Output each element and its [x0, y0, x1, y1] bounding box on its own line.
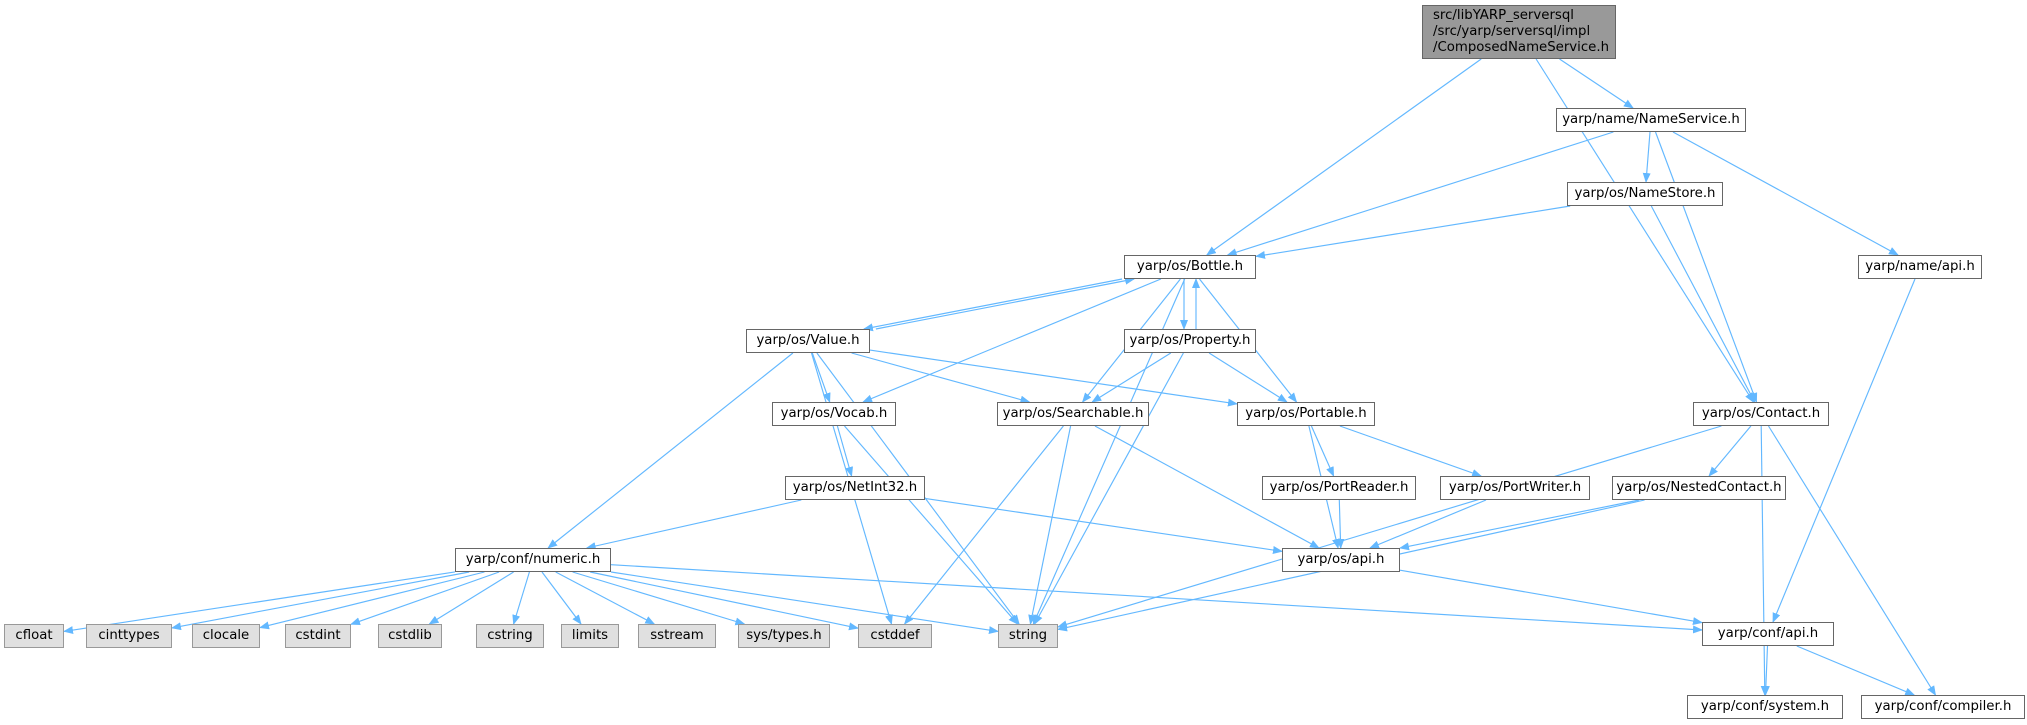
node-cstdint: cstdint [285, 624, 351, 648]
edge-value-to-portable [869, 349, 1238, 407]
edge-numeric-to-sstream [555, 571, 656, 625]
edge-confapi-to-compiler [1796, 645, 1916, 696]
edge-property-to-portable [1208, 352, 1288, 403]
edge-contact-to-string [1057, 425, 1722, 629]
edge-nameservice-to-bottle [1226, 131, 1614, 257]
edge-numeric-to-cfloat [63, 571, 456, 635]
edge-numeric-to-string [610, 571, 999, 634]
node-yarp-os-portreader-h[interactable]: yarp/os/PortReader.h [1262, 476, 1416, 500]
root-node-composednameservice-h: src/libYARP_serversql /src/yarp/serversq… [1422, 5, 1616, 59]
edge-namestore-to-bottle [1255, 205, 1571, 259]
edge-netint32-to-osapi [924, 497, 1283, 554]
node-yarp-os-value-h[interactable]: yarp/os/Value.h [746, 329, 870, 353]
node-yarp-os-netint32-h[interactable]: yarp/os/NetInt32.h [785, 476, 925, 500]
edge-numeric-to-clocale [259, 571, 485, 630]
edge-searchable-to-osapi [1094, 425, 1320, 549]
node-yarp-os-api-h[interactable]: yarp/os/api.h [1282, 548, 1400, 572]
edge-portreader-to-osapi [1336, 499, 1345, 549]
node-yarp-name-api-h[interactable]: yarp/name/api.h [1858, 255, 1982, 279]
node-yarp-os-portwriter-h[interactable]: yarp/os/PortWriter.h [1440, 476, 1590, 500]
edge-bottle-to-vocab [862, 278, 1162, 403]
edge-property-to-string [1034, 352, 1184, 625]
edge-nestedcontact-to-osapi [1399, 499, 1640, 551]
root-path-line-3: /ComposedNameService.h [1433, 40, 1610, 55]
node-cstdlib: cstdlib [378, 624, 442, 648]
node-sys-types-h: sys/types.h [738, 624, 830, 648]
edge-numeric-to-systypes [572, 571, 746, 626]
node-cstddef: cstddef [858, 624, 932, 648]
edge-bottle-to-value [862, 278, 1123, 332]
edge-numeric-to-confapi [610, 564, 1703, 634]
edge-nameservice-to-nameapi [1672, 131, 1899, 256]
edge-vocab-to-netint32 [836, 425, 853, 477]
edge-osapi-to-confapi [1399, 569, 1703, 626]
node-cfloat: cfloat [4, 624, 64, 648]
edge-value-to-vocab [811, 352, 831, 403]
root-path-line-1: src/libYARP_serversql [1433, 8, 1574, 23]
node-yarp-os-searchable-h[interactable]: yarp/os/Searchable.h [997, 402, 1149, 426]
edge-searchable-to-cstddef [903, 425, 1064, 625]
edge-nameservice-to-contact [1654, 131, 1758, 403]
edge-numeric-to-cstddef [590, 571, 859, 631]
edge-root-to-bottle [1205, 58, 1482, 256]
edge-value-to-searchable [851, 352, 1031, 404]
edge-contact-to-system [1760, 425, 1769, 696]
edge-property-to-searchable [1091, 352, 1172, 403]
edge-nameservice-to-namestore [1642, 131, 1651, 183]
edge-root-to-nameservice [1559, 58, 1634, 109]
edge-numeric-to-cinttypes [171, 571, 470, 631]
node-sstream: sstream [638, 624, 716, 648]
edge-numeric-to-limits [541, 571, 582, 625]
edge-value-to-bottle [875, 276, 1136, 330]
edge-portwriter-to-osapi [1369, 499, 1487, 549]
node-yarp-os-bottle-h[interactable]: yarp/os/Bottle.h [1124, 255, 1256, 279]
edge-contact-to-nestedcontact [1708, 425, 1752, 477]
edge-contact-to-compiler [1768, 425, 1937, 696]
node-yarp-conf-numeric-h[interactable]: yarp/conf/numeric.h [455, 548, 611, 572]
node-yarp-conf-system-h[interactable]: yarp/conf/system.h [1687, 695, 1843, 719]
node-yarp-os-nestedcontact-h[interactable]: yarp/os/NestedContact.h [1612, 476, 1786, 500]
node-limits: limits [561, 624, 619, 648]
node-cinttypes: cinttypes [86, 624, 172, 648]
root-path-line-2: /src/yarp/serversql/impl [1433, 24, 1591, 39]
node-yarp-os-namestore-h[interactable]: yarp/os/NameStore.h [1567, 182, 1723, 206]
edge-netint32-to-numeric [585, 499, 802, 550]
node-string: string [998, 624, 1058, 648]
node-yarp-conf-compiler-h[interactable]: yarp/conf/compiler.h [1861, 695, 2025, 719]
node-yarp-os-property-h[interactable]: yarp/os/Property.h [1124, 329, 1256, 353]
edge-numeric-to-cstdint [350, 571, 500, 626]
node-yarp-name-nameservice-h[interactable]: yarp/name/NameService.h [1556, 108, 1746, 132]
edge-numeric-to-cstring [512, 571, 530, 625]
node-yarp-os-contact-h[interactable]: yarp/os/Contact.h [1693, 402, 1829, 426]
edge-portable-to-portwriter [1339, 425, 1483, 477]
node-yarp-conf-api-h[interactable]: yarp/conf/api.h [1702, 622, 1834, 646]
node-clocale: clocale [192, 624, 260, 648]
node-yarp-os-vocab-h[interactable]: yarp/os/Vocab.h [772, 402, 896, 426]
edge-namestore-to-contact [1650, 205, 1756, 403]
node-cstring: cstring [476, 624, 544, 648]
edge-vocab-to-string [844, 425, 1019, 625]
node-yarp-os-portable-h[interactable]: yarp/os/Portable.h [1237, 402, 1375, 426]
edge-nameapi-to-confapi [1772, 278, 1916, 623]
edge-searchable-to-string [1028, 425, 1072, 625]
edge-value-to-numeric [547, 352, 794, 549]
edge-portable-to-portreader [1310, 425, 1335, 477]
edge-numeric-to-cstdlib [428, 571, 514, 625]
edge-confapi-to-system [1761, 645, 1770, 696]
